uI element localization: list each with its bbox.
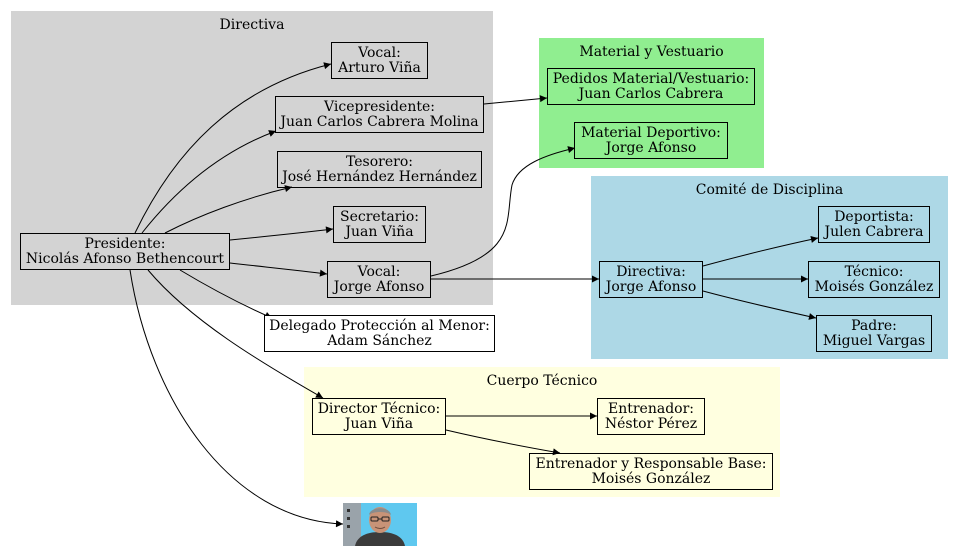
node-vocal-arturo-name: Arturo Viña: [338, 59, 421, 76]
node-tecnico-disciplina-role: Técnico:: [844, 263, 904, 280]
node-disciplina-directiva[interactable]: Directiva: Jorge Afonso: [599, 261, 703, 298]
node-secretario-name: Juan Viña: [345, 223, 414, 240]
node-deportista-role: Deportista:: [834, 208, 914, 225]
node-delegado[interactable]: Delegado Protección al Menor: Adam Sánch…: [264, 315, 495, 352]
node-entrenador-name: Néstor Pérez: [604, 415, 698, 432]
node-director-tecnico-role: Director Técnico:: [317, 400, 441, 417]
cluster-title-tecnico: Cuerpo Técnico: [486, 373, 598, 389]
node-tesorero-role: Tesorero:: [346, 153, 413, 170]
node-vicepresidente-role: Vicepresidente:: [324, 98, 435, 115]
node-director-tecnico[interactable]: Director Técnico: Juan Viña: [312, 398, 446, 435]
cluster-material: Material y Vestuario: [539, 38, 764, 168]
node-secretario[interactable]: Secretario: Juan Viña: [333, 206, 426, 243]
node-vicepresidente-name: Juan Carlos Cabrera Molina: [280, 113, 479, 130]
node-director-tecnico-name: Juan Viña: [344, 415, 414, 432]
node-material-deportivo-name: Jorge Afonso: [605, 139, 697, 156]
cluster-title-material: Material y Vestuario: [579, 44, 724, 60]
node-tecnico-disciplina[interactable]: Técnico: Moisés González: [808, 261, 940, 298]
node-vocal-jorge-name: Jorge Afonso: [333, 278, 425, 295]
cluster-title-disciplina: Comité de Disciplina: [695, 182, 844, 198]
node-disciplina-directiva-role: Directiva:: [616, 263, 686, 280]
node-padre-name: Miguel Vargas: [822, 332, 926, 349]
cluster-title-directiva: Directiva: [219, 17, 285, 33]
node-padre[interactable]: Padre: Miguel Vargas: [816, 315, 932, 352]
node-tesorero[interactable]: Tesorero: José Hernández Hernández: [277, 151, 482, 188]
node-tesorero-name: José Hernández Hernández: [282, 168, 477, 185]
node-pedidos-role: Pedidos Material/Vestuario:: [552, 70, 750, 87]
node-entrenador-role: Entrenador:: [607, 400, 694, 417]
node-vocal-arturo-role: Vocal:: [358, 44, 401, 61]
node-deportista[interactable]: Deportista: Julen Cabrera: [818, 206, 930, 243]
node-presidente-role: Presidente:: [84, 235, 166, 252]
node-disciplina-directiva-name: Jorge Afonso: [605, 278, 697, 295]
node-delegado-name: Adam Sánchez: [327, 332, 432, 349]
node-vocal-jorge-role: Vocal:: [357, 263, 401, 280]
node-deportista-name: Julen Cabrera: [824, 223, 924, 240]
node-presidente[interactable]: Presidente: Nicolás Afonso Bethencourt: [20, 233, 230, 270]
node-padre-role: Padre:: [851, 317, 897, 334]
node-tecnico-disciplina-name: Moisés González: [814, 278, 934, 295]
node-pedidos[interactable]: Pedidos Material/Vestuario: Juan Carlos …: [547, 68, 755, 105]
node-pedidos-name: Juan Carlos Cabrera: [578, 85, 724, 102]
node-material-deportivo[interactable]: Material Deportivo: Jorge Afonso: [574, 122, 728, 159]
node-vocal-jorge[interactable]: Vocal: Jorge Afonso: [327, 261, 431, 298]
node-entrenador[interactable]: Entrenador: Néstor Pérez: [597, 398, 705, 435]
node-secretario-role: Secretario:: [340, 208, 419, 225]
node-entrenador-base[interactable]: Entrenador y Responsable Base: Moisés Go…: [529, 453, 773, 490]
edge-vicepresidente-pedidos: [483, 95, 548, 105]
node-presidente-name: Nicolás Afonso Bethencourt: [25, 250, 225, 267]
node-entrenador-base-role: Entrenador y Responsable Base:: [535, 455, 767, 472]
person-photo-icon: [343, 503, 417, 546]
node-vicepresidente[interactable]: Vicepresidente: Juan Carlos Cabrera Moli…: [275, 96, 484, 133]
node-delegado-role: Delegado Protección al Menor:: [269, 317, 490, 334]
node-vocal-arturo[interactable]: Vocal: Arturo Viña: [331, 42, 428, 79]
node-material-deportivo-role: Material Deportivo:: [581, 124, 721, 141]
node-entrenador-base-name: Moisés González: [591, 470, 711, 487]
